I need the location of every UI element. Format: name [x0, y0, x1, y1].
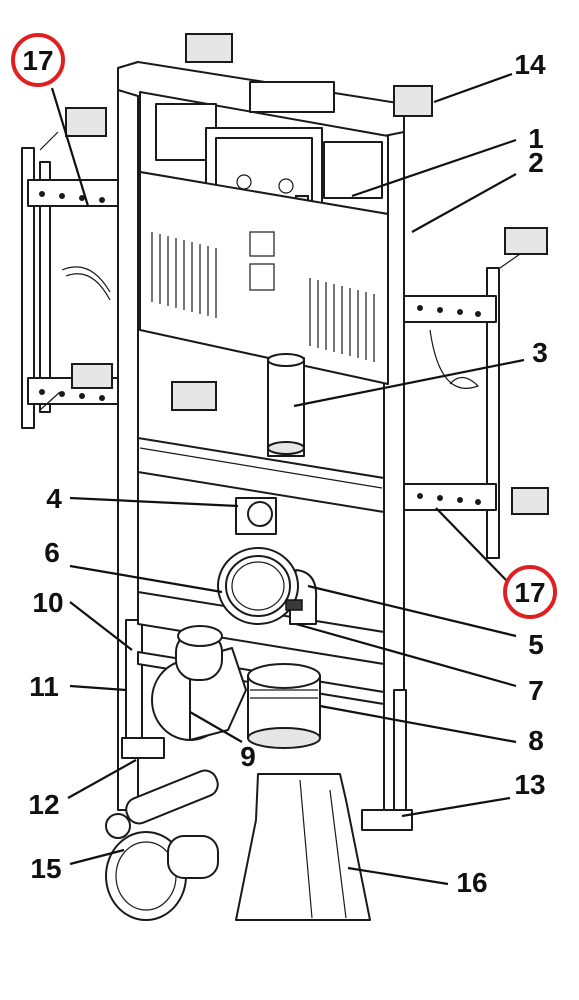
- right-side-bracket: [403, 227, 549, 559]
- callout-6: 6: [44, 537, 60, 568]
- callout-highlight-ring: [503, 565, 557, 619]
- callout-12: 12: [28, 789, 59, 820]
- callout-14: 14: [514, 49, 546, 80]
- callout-17-top-left: 17: [11, 33, 65, 87]
- callout-2: 2: [528, 147, 544, 178]
- callout-8: 8: [528, 725, 544, 756]
- flush-pipe: [267, 353, 305, 457]
- right-vent-grille: [309, 278, 375, 362]
- callout-1: 1: [528, 123, 544, 154]
- callout-16: 16: [456, 867, 487, 898]
- protective-cap-16: [235, 773, 371, 921]
- left-vent-grille: [151, 232, 217, 318]
- drain-pipe-8: [247, 663, 321, 749]
- leader-lines: [50, 72, 525, 886]
- callout-highlight-ring: [11, 33, 65, 87]
- holder-4: [235, 497, 277, 535]
- callout-label: 17: [22, 45, 53, 76]
- callout-5: 5: [528, 629, 544, 660]
- callout-11: 11: [29, 671, 59, 702]
- connector-set-15: [105, 769, 219, 921]
- callout-9: 9: [240, 741, 256, 772]
- callout-label: 17: [514, 577, 545, 608]
- main-frame: [117, 33, 433, 831]
- drain-elbow-coupling: [217, 547, 318, 625]
- callout-3: 3: [532, 337, 548, 368]
- adapter-9: [151, 625, 247, 741]
- left-side-bracket: [21, 107, 129, 429]
- callout-13: 13: [514, 769, 545, 800]
- callout-4: 4: [46, 483, 62, 514]
- callout-17-bottom-right: 17: [503, 565, 557, 619]
- callout-7: 7: [528, 675, 544, 706]
- callout-15: 15: [30, 853, 61, 884]
- callout-10: 10: [32, 587, 63, 618]
